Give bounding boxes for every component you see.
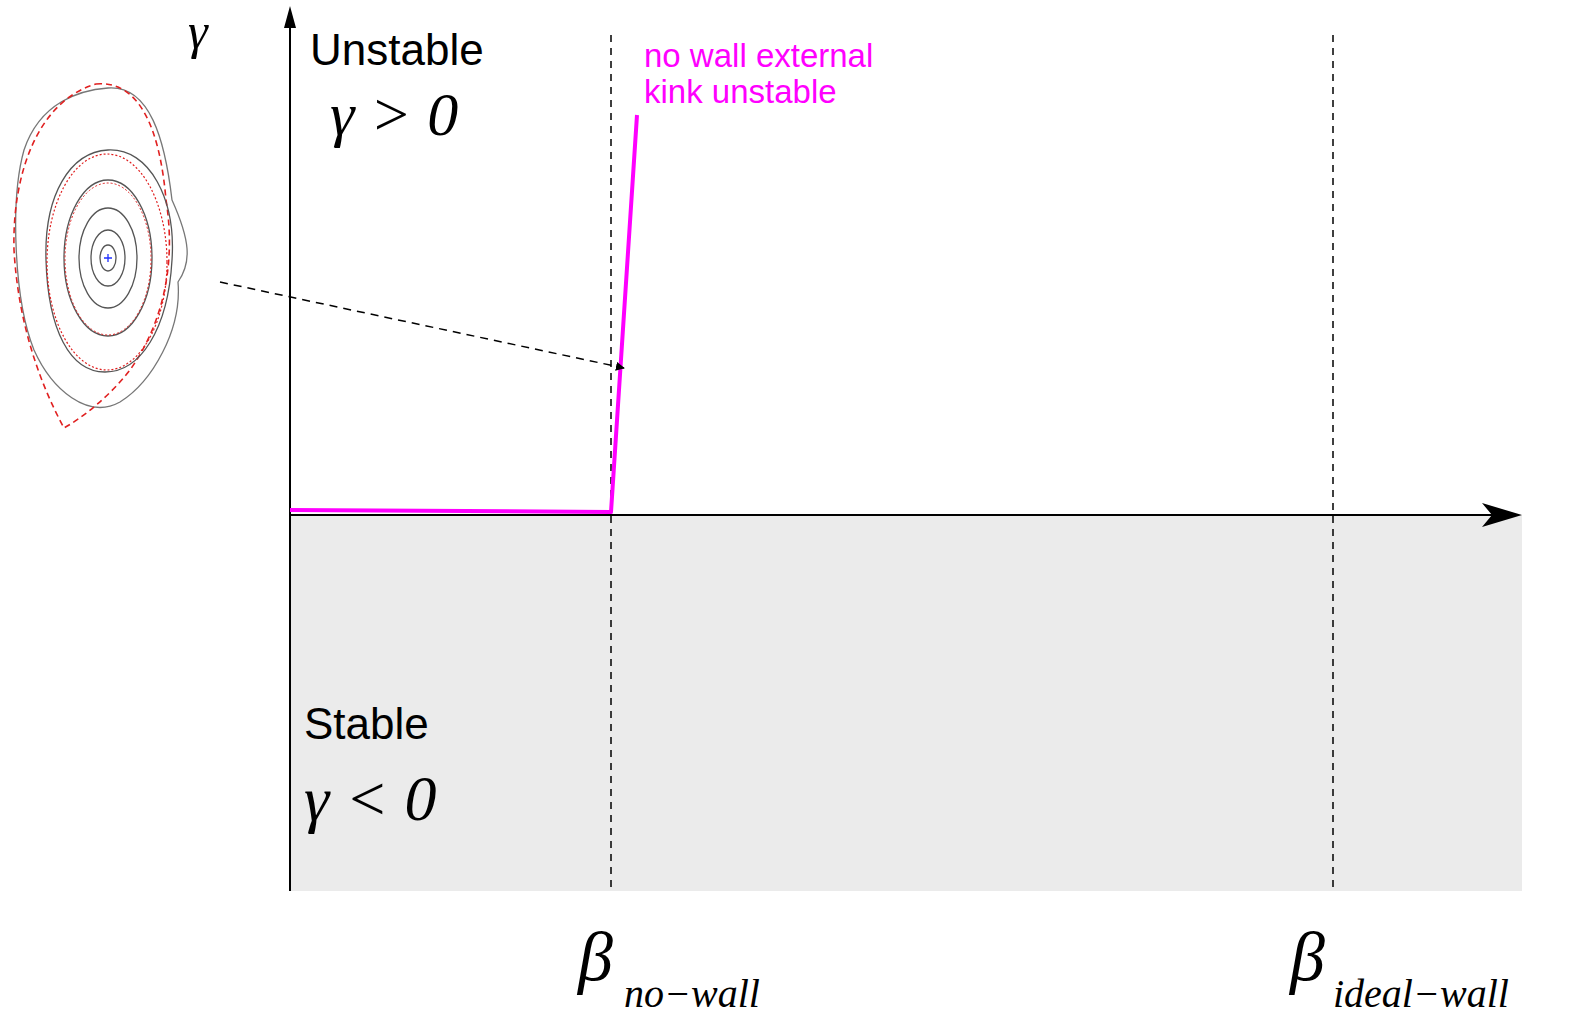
x-axis [290, 514, 1495, 516]
stable-region [290, 515, 1522, 891]
growth-rate-curve [290, 115, 637, 512]
curve-annotation: no wall external kink unstable [644, 38, 884, 111]
beta-symbol: β [1290, 918, 1325, 995]
flux-surface-illustration [14, 84, 187, 428]
y-axis-arrow [284, 6, 296, 28]
beta-symbol: β [578, 918, 613, 995]
ideal-wall-limit-line [1332, 35, 1334, 890]
no-wall-limit-line [610, 35, 612, 890]
y-axis [289, 22, 291, 891]
region-condition: γ > 0 [330, 80, 458, 148]
region-condition: γ < 0 [304, 764, 436, 834]
beta-subscript: no−wall [624, 972, 760, 1016]
pointer-arrow [220, 282, 624, 368]
region-label: Stable [304, 700, 429, 748]
region-label: Unstable [310, 26, 484, 74]
x-axis-arrow [1482, 503, 1522, 527]
axis-label: γ [188, 4, 208, 59]
beta-subscript: ideal−wall [1333, 972, 1509, 1016]
